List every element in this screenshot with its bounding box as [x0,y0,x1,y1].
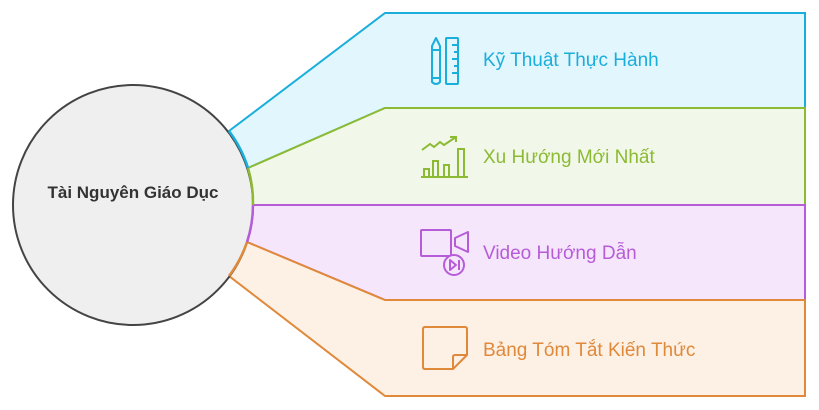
video-camera-icon [420,229,469,276]
branch-label-2: Xu Hướng Mới Nhất [483,147,655,168]
pencil-ruler-icon [431,37,459,85]
sticky-note-icon [422,326,468,370]
branch-label-4: Bảng Tóm Tắt Kiến Thức [483,340,696,361]
center-title: Tài Nguyên Giáo Dục [47,183,219,202]
trend-chart-icon [421,136,468,178]
branch-label-3: Video Hướng Dẫn [483,243,637,264]
branch-label-1: Kỹ Thuật Thực Hành [483,50,659,71]
